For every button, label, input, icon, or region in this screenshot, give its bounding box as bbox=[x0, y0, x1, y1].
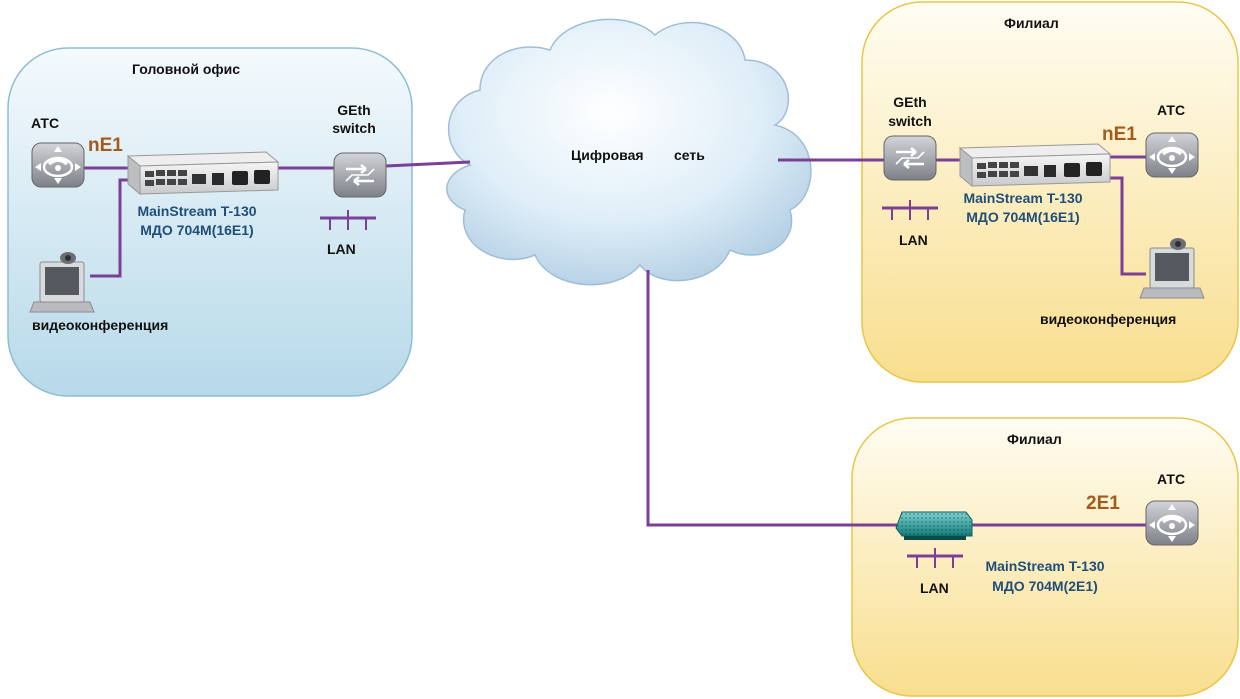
link-ho-video-mux bbox=[90, 178, 132, 278]
b1-device-model: МДО 704М(16Е1) bbox=[966, 209, 1080, 225]
b1-switch-line2: switch bbox=[888, 113, 932, 129]
ho-switch-line2: switch bbox=[332, 120, 376, 136]
link-ho-switch-cloud bbox=[385, 160, 471, 168]
rack-multiplexer-icon bbox=[959, 143, 1111, 187]
switch-icon bbox=[882, 134, 938, 182]
cloud-icon bbox=[446, 18, 812, 286]
branch1-title: Филиал bbox=[1004, 15, 1059, 31]
b1-switch-line1: GEth bbox=[893, 94, 927, 110]
ho-device-name: MainStream T-130 bbox=[137, 203, 257, 219]
branch1-zone bbox=[861, 1, 1239, 383]
ho-link-label: nE1 bbox=[88, 135, 123, 156]
modem-icon bbox=[895, 511, 973, 540]
b1-atc-label: АТС bbox=[1157, 102, 1186, 118]
b1-video-label: видеоконференция bbox=[1040, 311, 1177, 327]
b1-link-label: nE1 bbox=[1102, 124, 1137, 145]
rack-multiplexer-icon bbox=[127, 151, 279, 195]
b2-lan-label: LAN bbox=[920, 580, 949, 596]
ho-switch-line1: GEth bbox=[337, 102, 371, 118]
ho-video-label: видеоконференция bbox=[32, 317, 169, 333]
head-office-zone bbox=[7, 47, 413, 397]
pbx-phone-icon bbox=[1144, 131, 1200, 179]
b2-atc-label: АТС bbox=[1157, 471, 1186, 487]
branch2-title: Филиал bbox=[1007, 431, 1062, 447]
ho-atc-label: АТС bbox=[31, 115, 60, 131]
head-office-title: Головной офис bbox=[132, 61, 241, 77]
b2-link-label: 2E1 bbox=[1086, 493, 1120, 514]
b2-device-model: МДО 704М(2Е1) bbox=[992, 578, 1098, 594]
cloud-label-word2: сеть bbox=[674, 147, 705, 163]
branch2-zone bbox=[851, 417, 1239, 697]
switch-icon bbox=[332, 151, 388, 199]
link-cloud-b2-modem bbox=[646, 270, 898, 527]
b1-device-name: MainStream T-130 bbox=[963, 190, 1083, 206]
pbx-phone-icon bbox=[30, 141, 86, 189]
ho-lan-label: LAN bbox=[327, 241, 356, 257]
link-b1-mux-video bbox=[1106, 176, 1146, 276]
b1-lan-label: LAN bbox=[899, 232, 928, 248]
b2-device-name: MainStream T-130 bbox=[985, 558, 1105, 574]
cloud-label-word1: Цифровая bbox=[571, 147, 644, 163]
ho-device-model: МДО 704М(16Е1) bbox=[140, 222, 254, 238]
pbx-phone-icon bbox=[1144, 499, 1200, 547]
